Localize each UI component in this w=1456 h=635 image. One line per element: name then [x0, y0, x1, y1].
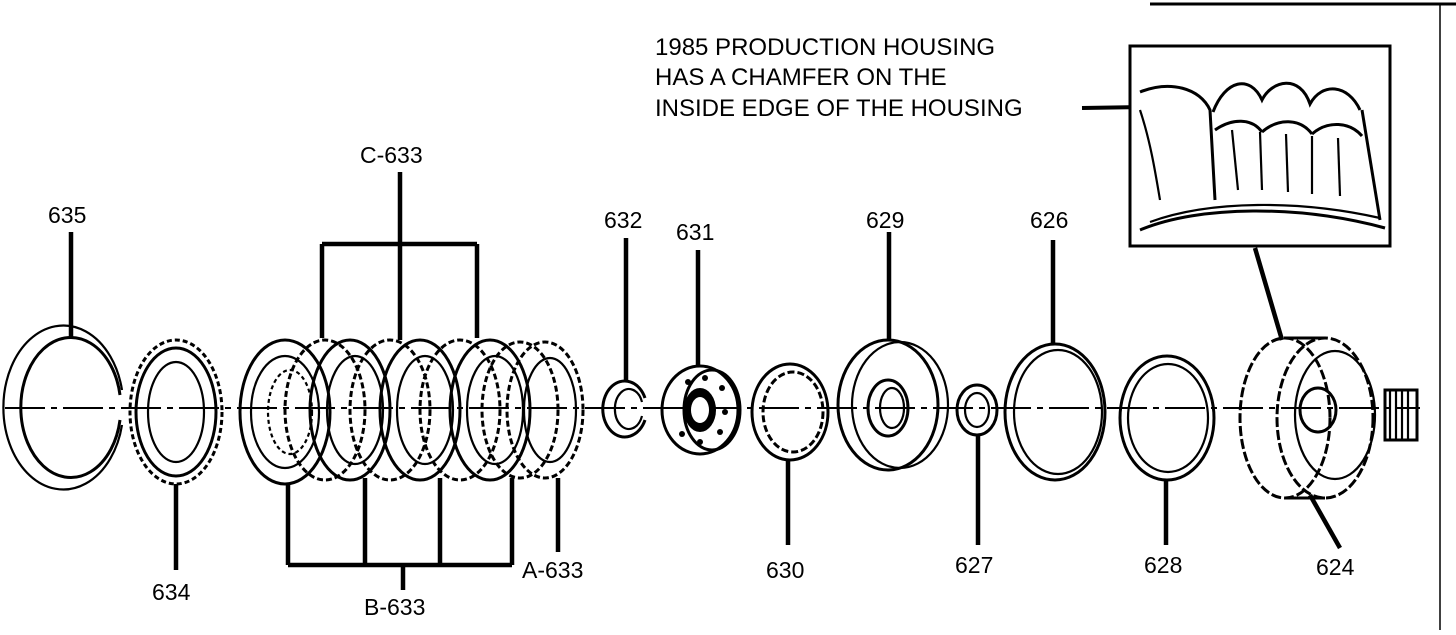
part-630-sprag	[750, 362, 830, 545]
part-634-plate	[128, 338, 224, 570]
label-624: 624	[1316, 554, 1355, 580]
part-632-snap-ring	[601, 238, 647, 439]
label-631: 631	[676, 219, 714, 245]
label-628: 628	[1144, 552, 1182, 578]
label-635: 635	[48, 202, 86, 228]
label-632: 632	[604, 207, 642, 233]
label-627: 627	[955, 552, 993, 578]
label-629: 629	[866, 207, 904, 233]
label-c-633: C-633	[360, 142, 423, 168]
label-a-633: A-633	[522, 557, 583, 583]
label-630: 630	[766, 557, 804, 583]
note-line-3: INSIDE EDGE OF THE HOUSING	[655, 95, 1023, 122]
part-626-seal-ring	[1003, 240, 1107, 482]
part-635-snap-ring	[2, 232, 124, 491]
note-line-2: HAS A CHAMFER ON THE	[655, 64, 947, 91]
part-627-washer	[955, 383, 999, 545]
part-633-clutch-pack	[238, 172, 585, 590]
part-628-ring	[1118, 354, 1216, 545]
part-629-piston	[836, 232, 950, 472]
note-line-1: 1985 PRODUCTION HOUSING	[655, 34, 995, 61]
label-626: 626	[1030, 207, 1068, 233]
label-634: 634	[152, 579, 191, 605]
inset-chamfer-detail	[1128, 44, 1392, 248]
part-631-carrier	[660, 250, 742, 456]
part-624-housing	[1238, 247, 1419, 550]
label-b-633: B-633	[364, 594, 425, 620]
